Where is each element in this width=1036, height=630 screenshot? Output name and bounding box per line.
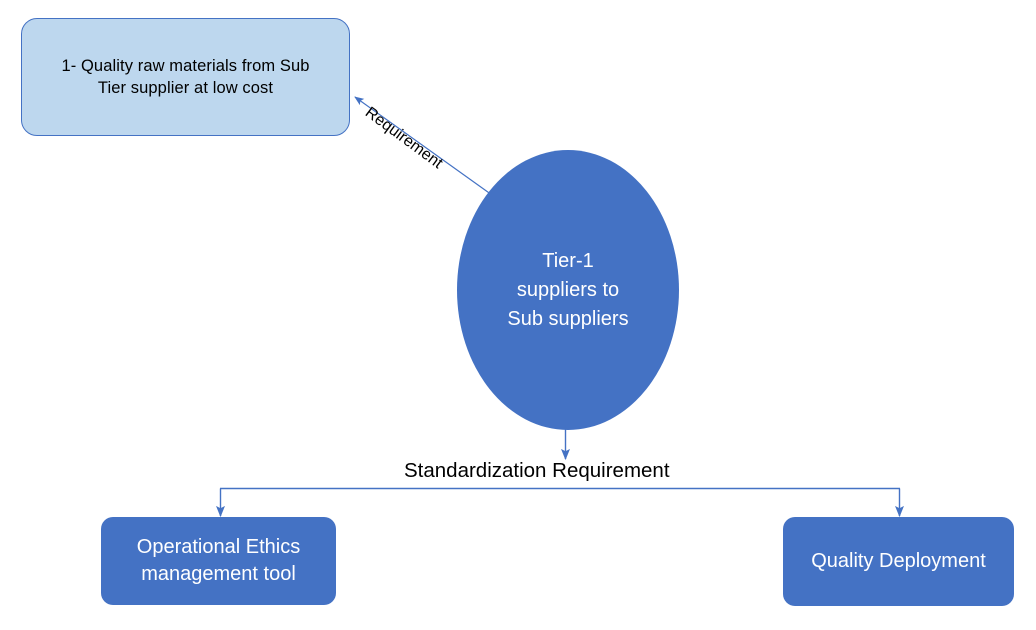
node-raw-materials[interactable]: 1- Quality raw materials from Sub Tier s… (21, 18, 350, 136)
node-raw-materials-label: 1- Quality raw materials from Sub Tier s… (61, 56, 310, 97)
node-quality-deployment[interactable]: Quality Deployment (783, 517, 1014, 606)
node-operational-ethics-management-tool[interactable]: Operational Ethics management tool (101, 517, 336, 605)
requirement-connector (354, 96, 493, 196)
node-tier1-suppliers[interactable]: Tier-1 suppliers to Sub suppliers (457, 150, 679, 430)
edge-label-standardization-requirement: Standardization Requirement (404, 459, 670, 482)
node-quality-deployment-label: Quality Deployment (811, 550, 986, 572)
node-operational-ethics-management-tool-label: Operational Ethics management tool (136, 536, 301, 585)
node-tier1-suppliers-label: Tier-1 suppliers to Sub suppliers (507, 249, 629, 330)
